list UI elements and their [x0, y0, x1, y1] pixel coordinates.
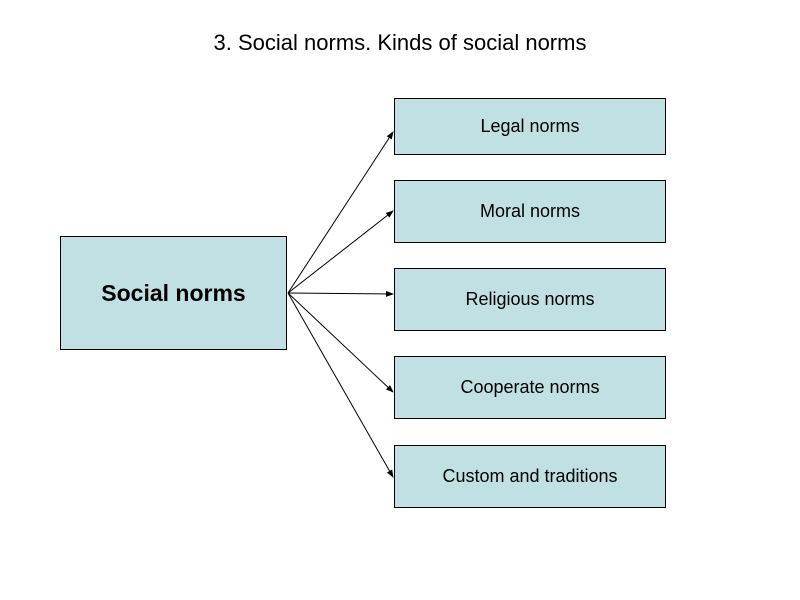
cooperate-norms-label: Cooperate norms [460, 377, 600, 397]
arrow-to-moral-norms [287, 210, 394, 294]
legal-norms-label: Legal norms [480, 116, 580, 136]
custom-and-traditions-label: Custom and traditions [442, 466, 618, 486]
arrow-to-religious-norms [287, 290, 394, 297]
cooperate-norms-box: Cooperate norms [394, 356, 666, 419]
moral-norms-label: Moral norms [479, 201, 581, 221]
social-norms-label: Social norms [101, 279, 246, 306]
moral-norms-box: Moral norms [394, 180, 666, 243]
social-norms-box: Social norms [60, 236, 287, 350]
religious-norms-label: Religious norms [465, 289, 595, 309]
arrow-to-legal-norms [287, 131, 394, 294]
legal-norms-box: Legal norms [394, 98, 666, 155]
arrow-to-cooperate-norms [287, 292, 394, 393]
religious-norms-box: Religious norms [394, 268, 666, 331]
arrow-to-custom-and-traditions [287, 292, 394, 478]
page-title: 3. Social norms. Kinds of social norms [213, 30, 587, 55]
custom-and-traditions-box: Custom and traditions [394, 445, 666, 508]
